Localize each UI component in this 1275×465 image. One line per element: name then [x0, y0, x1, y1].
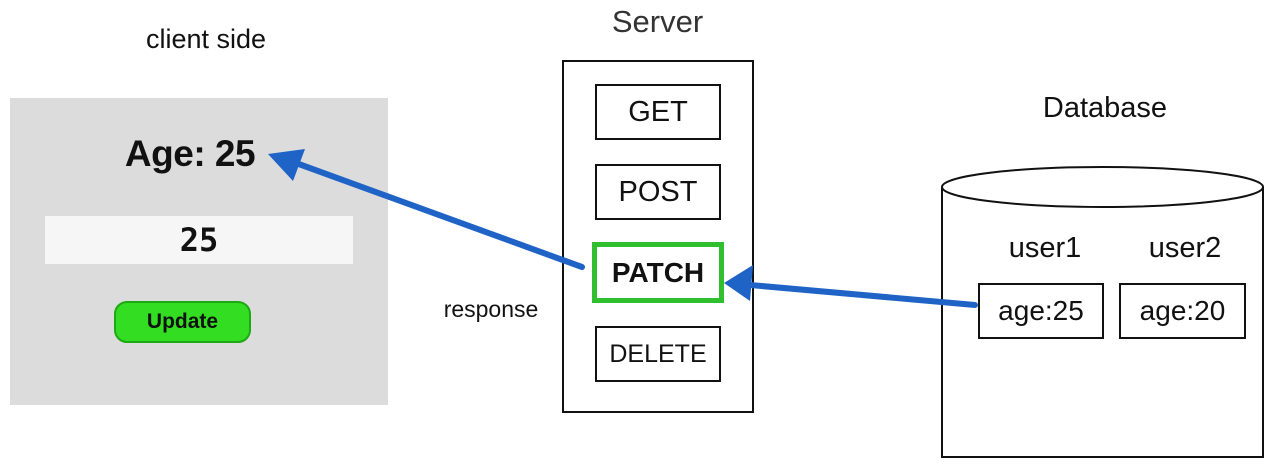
- database-title: Database: [1042, 92, 1168, 124]
- age-display: Age: 25: [124, 133, 256, 174]
- method-post: POST: [595, 164, 721, 220]
- user1-label: user1: [1008, 232, 1082, 264]
- user1-age-cell: age:25: [978, 283, 1104, 339]
- update-button[interactable]: Update: [114, 301, 251, 343]
- server-box: [562, 60, 754, 413]
- method-delete: DELETE: [595, 326, 721, 382]
- response-arrow: [268, 149, 585, 270]
- age-input[interactable]: [45, 216, 353, 264]
- client-side-title: client side: [145, 24, 267, 54]
- user2-label: user2: [1148, 232, 1222, 264]
- response-label: response: [443, 296, 539, 322]
- method-get: GET: [595, 84, 721, 140]
- user2-age-cell: age:20: [1119, 283, 1246, 339]
- server-title: Server: [611, 4, 704, 39]
- method-patch-highlighted: PATCH: [592, 242, 724, 303]
- database-to-patch-arrow: [724, 265, 978, 308]
